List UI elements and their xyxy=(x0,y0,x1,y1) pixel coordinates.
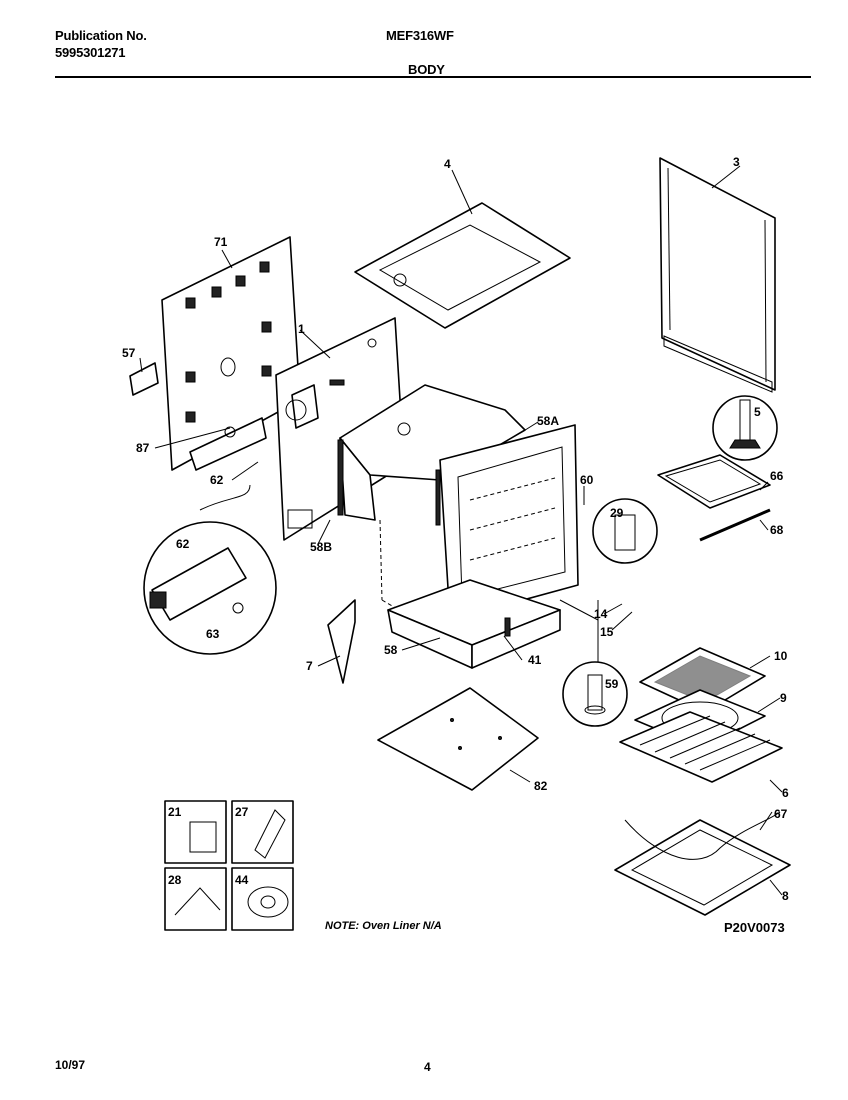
callout-63: 63 xyxy=(206,627,220,641)
callout-62-inset: 62 xyxy=(176,537,190,551)
part-66-bake-element xyxy=(657,454,771,542)
callout-58B: 58B xyxy=(310,540,332,554)
callout-58: 58 xyxy=(384,643,398,657)
callout-7: 7 xyxy=(306,659,313,673)
callout-3: 3 xyxy=(733,155,740,169)
part-82-bottom-plate xyxy=(377,687,539,791)
header-rule xyxy=(55,76,811,78)
callout-59: 59 xyxy=(605,677,619,691)
part-59-inset xyxy=(562,661,628,727)
part-57-plate xyxy=(129,362,159,396)
leader-lines xyxy=(139,165,783,896)
model-number: MEF316WF xyxy=(386,28,454,43)
small-parts-box-21 xyxy=(164,800,227,864)
section-title: BODY xyxy=(408,62,445,77)
callout-62: 62 xyxy=(210,473,224,487)
small-parts-box-27 xyxy=(231,800,294,864)
part-58A-oven-body xyxy=(337,384,579,641)
callout-21: 21 xyxy=(168,805,182,819)
small-parts-box-44 xyxy=(231,867,294,931)
part-4-top-cover xyxy=(354,202,571,329)
callout-labels: 71 1 4 3 57 87 62 58A 5 66 60 29 68 58B … xyxy=(122,155,789,903)
part-5-leveler-inset xyxy=(712,395,778,461)
callout-67: 67 xyxy=(774,807,788,821)
part-71-back-panel xyxy=(161,236,301,471)
part-1-frame xyxy=(275,317,405,541)
callout-41: 41 xyxy=(528,653,542,667)
drawing-code: P20V0073 xyxy=(724,920,785,935)
callout-71: 71 xyxy=(214,235,228,249)
callout-57: 57 xyxy=(122,346,136,360)
callout-27: 27 xyxy=(235,805,249,819)
part-6-oven-rack xyxy=(619,711,783,783)
footer-date: 10/97 xyxy=(55,1058,86,1072)
callout-68: 68 xyxy=(770,523,784,537)
callout-9: 9 xyxy=(780,691,787,705)
part-8-tray xyxy=(614,811,791,916)
publication-label: Publication No. xyxy=(55,28,147,43)
callout-82: 82 xyxy=(534,779,548,793)
callout-44: 44 xyxy=(235,873,249,887)
callout-14: 14 xyxy=(594,607,608,621)
publication-number: 5995301271 xyxy=(55,45,126,60)
part-3-side-panel xyxy=(659,157,776,393)
oven-liner-note: NOTE: Oven Liner N/A xyxy=(325,920,442,932)
callout-5: 5 xyxy=(754,405,761,419)
callout-8: 8 xyxy=(782,889,789,903)
footer-page-number: 4 xyxy=(424,1060,431,1074)
callout-87: 87 xyxy=(136,441,150,455)
part-7-bracket xyxy=(327,599,356,684)
part-29-inset xyxy=(592,498,658,564)
small-parts-box-28 xyxy=(164,867,227,931)
callout-10: 10 xyxy=(774,649,788,663)
part-41-drawer xyxy=(387,579,561,669)
callout-66: 66 xyxy=(770,469,784,483)
callout-29: 29 xyxy=(610,506,624,520)
part-62-63-inset xyxy=(143,484,277,655)
callout-58A: 58A xyxy=(537,414,559,428)
callout-28: 28 xyxy=(168,873,182,887)
callout-1: 1 xyxy=(298,322,305,336)
callout-15: 15 xyxy=(600,625,614,639)
callout-6: 6 xyxy=(782,786,789,800)
callout-60: 60 xyxy=(580,473,594,487)
callout-4: 4 xyxy=(444,157,451,171)
